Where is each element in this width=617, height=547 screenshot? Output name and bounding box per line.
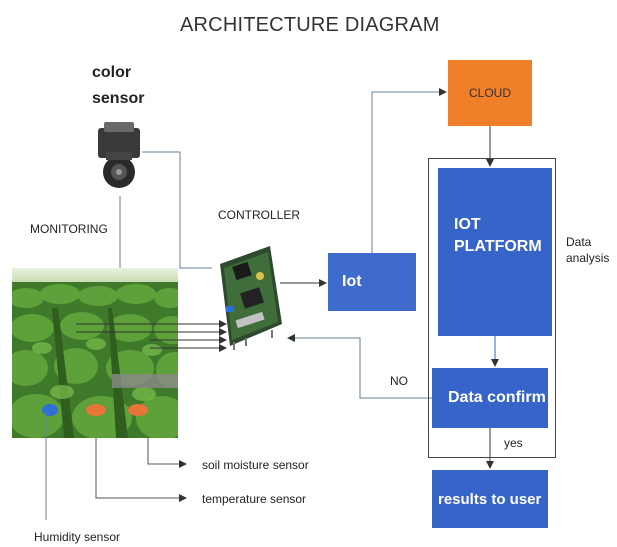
iot-platform-line1: IOT <box>454 216 481 233</box>
data-confirm-box: Data confirm <box>432 368 548 428</box>
diagram-title: ARCHITECTURE DIAGRAM <box>180 14 440 36</box>
controller-label: CONTROLLER <box>218 208 301 222</box>
iot-platform-line2: PLATFORM <box>454 238 542 255</box>
color-sensor-label-line1: color <box>92 64 132 81</box>
data-analysis-label: Data analysis <box>566 234 609 266</box>
humidity-sensor-label: Humidity sensor <box>34 530 121 544</box>
color-sensor-camera-icon <box>98 122 140 188</box>
temperature-sensor-label: temperature sensor <box>202 492 307 506</box>
iot-platform-box: IOT PLATFORM <box>438 168 552 336</box>
data-analysis-line1: Data <box>566 235 592 249</box>
monitoring-label: MONITORING <box>30 222 108 236</box>
soil-moisture-sensor-label: soil moisture sensor <box>202 458 309 472</box>
yes-label: yes <box>504 436 523 450</box>
controller-board-icon <box>220 246 282 350</box>
color-sensor-label-line2: sensor <box>92 90 145 107</box>
results-to-user-box: results to user <box>432 470 548 528</box>
cloud-box: CLOUD <box>448 60 532 126</box>
color-sensor-label: color sensor <box>92 60 144 112</box>
data-analysis-line2: analysis <box>566 251 610 265</box>
plant-field-image <box>12 268 178 438</box>
data-analysis-frame <box>428 158 556 458</box>
no-label: NO <box>390 374 408 388</box>
iot-box: Iot <box>328 253 416 311</box>
